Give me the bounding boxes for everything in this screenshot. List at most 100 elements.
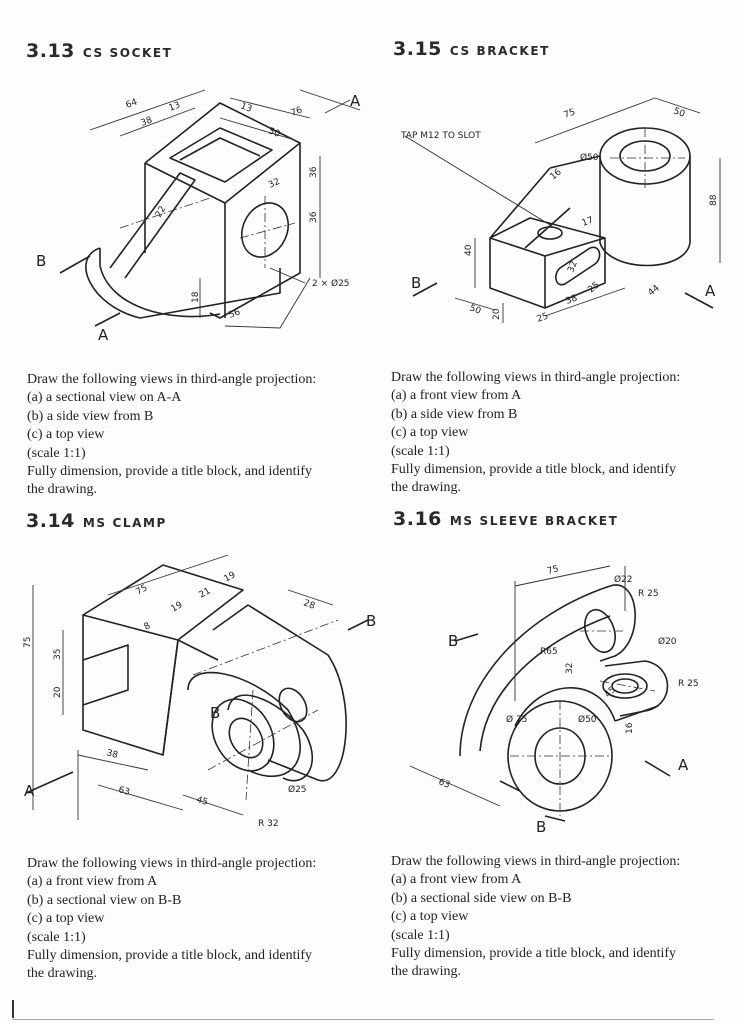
callout-label: TAP M12 TO SLOT [400, 131, 481, 141]
dim-label: 75 [135, 583, 150, 597]
dim-label: 13 [239, 101, 253, 114]
dim-label: 56 [228, 307, 242, 320]
instructions-3-13: Draw the following views in third-angle … [27, 371, 375, 500]
callout-label: Ø25 [288, 784, 307, 795]
dim-label: 16 [625, 722, 635, 734]
dim-label: 75 [563, 108, 577, 121]
heading-3-14: 3.14 MS CLAMP [26, 510, 167, 532]
dim-label: Ø50 [580, 152, 599, 163]
dim-label: 22 [154, 205, 168, 220]
problem-number: 3.16 [393, 508, 442, 530]
callout-label: Ø 75 [506, 714, 527, 725]
dim-label: 36 [309, 166, 319, 178]
dim-label: 50 [672, 106, 686, 119]
dim-label: 19 [170, 600, 185, 615]
instruction-line: (b) a sectional side view on B-B [391, 890, 572, 906]
instruction-line: Draw the following views in third-angle … [27, 856, 317, 871]
instruction-line: (scale 1:1) [27, 445, 86, 461]
dim-label: 38 [140, 115, 154, 128]
view-label: A [24, 782, 35, 800]
instruction-line: (c) a top view [391, 425, 469, 441]
page-bottom-rule [12, 1019, 714, 1020]
instruction-line: Fully dimension, provide a title block, … [27, 948, 313, 964]
dim-label: 28 [302, 598, 316, 611]
instruction-line: (scale 1:1) [391, 927, 450, 943]
dim-label: 75 [546, 564, 560, 577]
dim-label: 38 [565, 293, 579, 306]
instruction-line: (c) a top view [391, 909, 469, 925]
problem-name: CS SOCKET [82, 46, 173, 60]
callout-label: R65 [540, 647, 558, 657]
view-label: B [36, 252, 46, 270]
problem-number: 3.15 [393, 38, 442, 60]
instruction-line: the drawing. [391, 480, 461, 496]
dim-label: 16 [549, 167, 564, 182]
view-label: B [448, 632, 458, 650]
dim-label: 38 [105, 748, 119, 761]
instruction-line: Fully dimension, provide a title block, … [391, 462, 677, 478]
instruction-line: (scale 1:1) [391, 443, 450, 459]
view-label: A [350, 92, 361, 110]
instruction-line: (scale 1:1) [27, 929, 86, 945]
dim-label: 45 [603, 685, 618, 700]
drawing-cs-bracket: TAP M12 TO SLOT 75 50 Ø50 16 17 40 88 32… [400, 97, 721, 325]
instruction-line: Draw the following views in third-angle … [27, 372, 317, 387]
callout-label: Ø20 [658, 636, 677, 647]
dim-label: 32 [566, 260, 579, 274]
instruction-line: (a) a front view from A [27, 874, 158, 890]
dim-label: 20 [53, 686, 63, 698]
instruction-line: (c) a top view [27, 427, 105, 443]
dim-label: 64 [125, 97, 139, 110]
instruction-line: Draw the following views in third-angle … [391, 370, 681, 385]
heading-3-15: 3.15 CS BRACKET [393, 38, 550, 60]
dim-label: 63 [437, 777, 451, 790]
dim-label: 32 [565, 663, 575, 674]
instruction-line: Draw the following views in third-angle … [391, 854, 681, 869]
instruction-line: (a) a front view from A [391, 388, 522, 404]
callout-label: 2 × Ø25 [312, 278, 350, 289]
problem-name: CS BRACKET [449, 44, 550, 58]
problem-number: 3.14 [26, 510, 75, 532]
dim-label: 75 [23, 637, 33, 648]
instruction-line: (c) a top view [27, 911, 105, 927]
dim-label: 50 [267, 126, 281, 139]
heading-3-13: 3.13 CS SOCKET [26, 40, 172, 62]
instruction-line: (b) a side view from B [391, 406, 518, 422]
instruction-line: the drawing. [27, 966, 97, 982]
dim-label: 17 [581, 216, 595, 229]
view-label: B [210, 704, 220, 722]
dim-label: 21 [198, 586, 213, 600]
dim-label: 13 [168, 101, 182, 114]
callout-label: R 25 [638, 589, 659, 599]
drawing-cs-socket: 64 38 13 13 76 50 32 36 36 22 18 56 2 × … [36, 89, 361, 344]
dim-label: 35 [53, 649, 63, 660]
instruction-line: the drawing. [27, 482, 97, 498]
dim-label: 25 [536, 312, 550, 325]
drawing-ms-clamp: 75 19 21 19 8 28 75 35 20 38 63 45 Ø25 R… [23, 554, 376, 829]
view-label: B [411, 274, 421, 292]
instruction-line: the drawing. [391, 964, 461, 980]
dim-label: 40 [464, 244, 474, 256]
instructions-3-14: Draw the following views in third-angle … [27, 855, 375, 984]
dim-label: 50 [468, 303, 482, 316]
dim-label: 20 [492, 308, 502, 320]
callout-label: R 25 [678, 679, 699, 689]
problem-number: 3.13 [26, 40, 75, 62]
instruction-line: Fully dimension, provide a title block, … [391, 946, 677, 962]
instructions-3-15: Draw the following views in third-angle … [391, 369, 736, 498]
view-label: A [98, 326, 109, 344]
view-label: B [536, 818, 546, 836]
instruction-line: (b) a sectional view on B-B [27, 892, 182, 908]
problem-name: MS CLAMP [82, 516, 167, 530]
instruction-line: (a) a sectional view on A-A [27, 390, 182, 406]
view-label: A [678, 756, 689, 774]
dim-label: 63 [117, 785, 131, 798]
callout-label: R 32 [258, 819, 279, 829]
dim-label: 44 [647, 283, 662, 298]
drawing-ms-sleeve-bracket: 75 Ø22 R 25 Ø20 R 25 R65 Ø 75 Ø50 32 45 … [409, 564, 699, 836]
callout-label: Ø22 [614, 574, 633, 585]
dim-label: 45 [195, 795, 209, 808]
dim-label: 36 [309, 211, 319, 223]
callout-label: Ø50 [578, 714, 597, 725]
